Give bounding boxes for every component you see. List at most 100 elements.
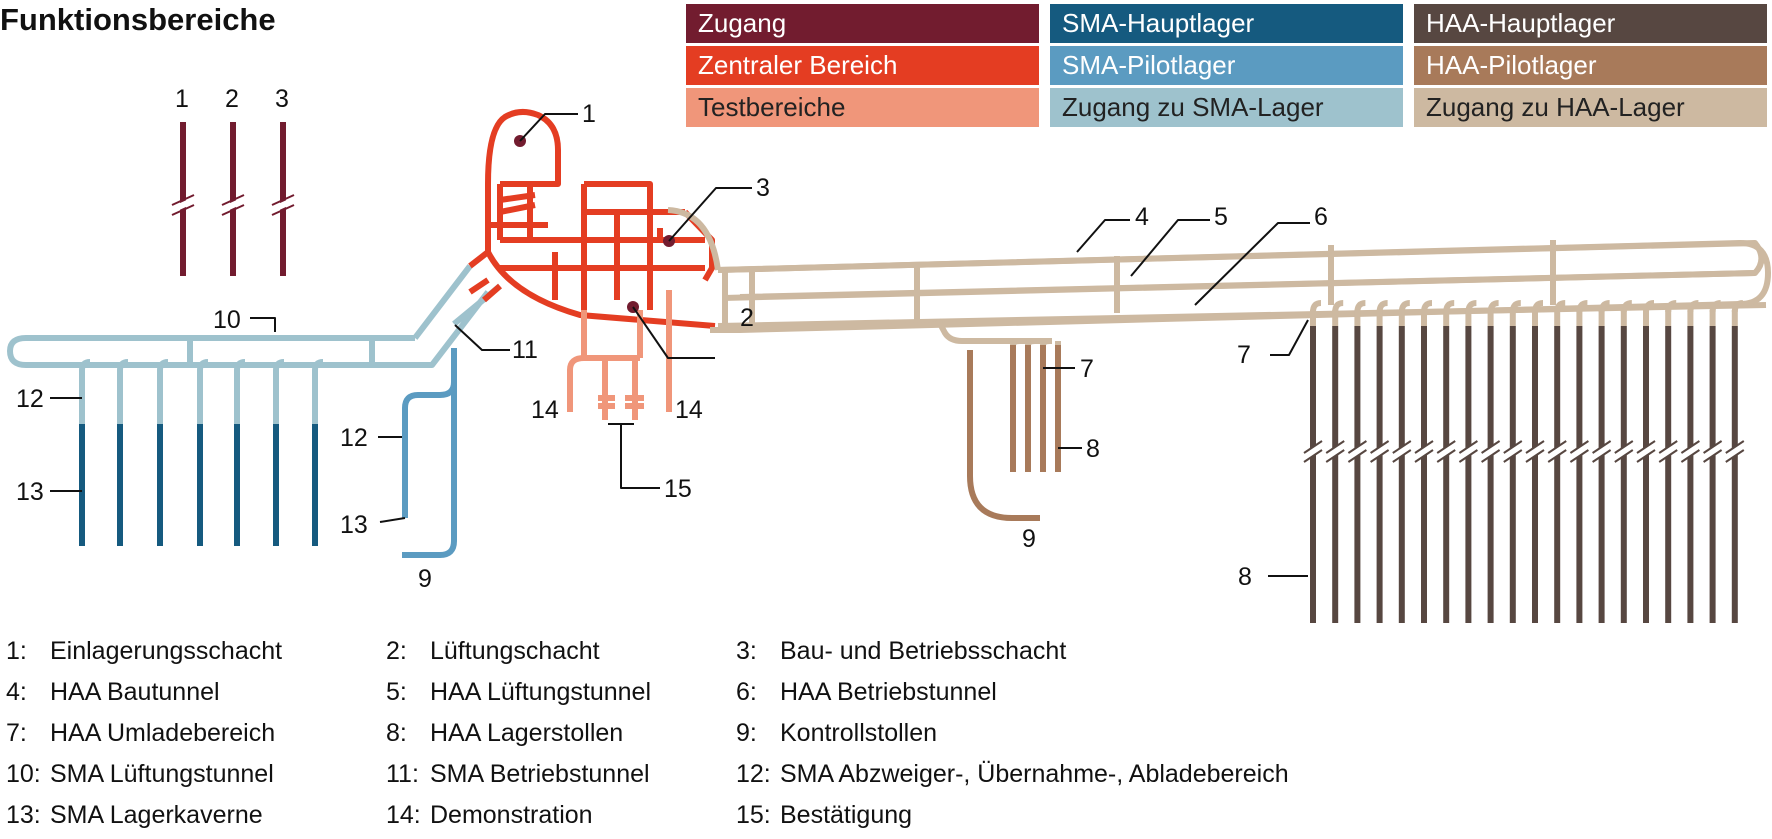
label-9-haa: 9	[1022, 525, 1036, 553]
break-mark	[1658, 449, 1678, 463]
break-mark	[1302, 443, 1324, 461]
break-mark	[1703, 449, 1723, 463]
break-mark	[1370, 449, 1390, 463]
label-5: 5	[1214, 203, 1228, 231]
label-13-pilot: 13	[340, 511, 368, 539]
label-9-sma: 9	[418, 565, 432, 593]
label-12-main: 12	[16, 385, 44, 413]
label-11: 11	[512, 336, 538, 364]
break-mark	[1636, 440, 1656, 454]
break-mark	[1368, 443, 1391, 461]
break-mark	[1569, 440, 1589, 454]
break-mark	[1547, 449, 1567, 463]
legend: Zugang Zentraler Bereich Testbereiche SM…	[686, 4, 1768, 128]
break-mark	[1636, 449, 1656, 463]
break-mark	[1347, 449, 1367, 463]
break-mark	[1390, 443, 1413, 461]
legend-item-testbereiche: Testbereiche	[686, 88, 1039, 127]
break-mark	[1679, 443, 1702, 461]
break-mark	[1392, 449, 1412, 463]
legend-item-sma-hauptlager: SMA-Hauptlager	[1050, 4, 1403, 43]
key-item: 3:Bau- und Betriebsschacht	[736, 637, 1067, 665]
break-mark	[1413, 443, 1435, 461]
break-mark	[1703, 440, 1723, 454]
key-item: 6:HAA Betriebstunnel	[736, 678, 997, 706]
break-mark	[1325, 440, 1345, 454]
break-mark	[1525, 449, 1545, 463]
key-item: 14:Demonstration	[386, 801, 593, 829]
label-shaft-1: 1	[175, 85, 189, 113]
break-mark	[1501, 443, 1524, 461]
break-mark	[1569, 449, 1589, 463]
sma-access-tunnels	[7, 264, 502, 368]
break-mark	[1347, 440, 1367, 454]
central-area	[468, 109, 716, 329]
key-item: 4:HAA Bautunnel	[6, 678, 220, 706]
legend-item-sma-pilotlager: SMA-Pilotlager	[1050, 46, 1403, 85]
label-15: 15	[664, 475, 692, 503]
legend-item-zugang-sma: Zugang zu SMA-Lager	[1050, 88, 1403, 127]
key-item: 15:Bestätigung	[736, 801, 913, 829]
key-item: 8:HAA Lagerstollen	[386, 719, 624, 747]
break-mark	[1481, 440, 1501, 454]
sma-lueftungstunnel	[7, 290, 491, 368]
break-mark	[1680, 440, 1700, 454]
sma-pilot	[402, 348, 457, 558]
label-8-pilot: 8	[1086, 435, 1100, 463]
break-mark	[1458, 440, 1478, 454]
break-mark	[1303, 449, 1323, 463]
label-6: 6	[1314, 203, 1328, 231]
break-mark	[1481, 449, 1501, 463]
key-item: 13:SMA Lagerkaverne	[6, 801, 263, 829]
break-mark	[1546, 443, 1569, 461]
break-mark	[1414, 440, 1434, 454]
legend-item-haa-pilotlager: HAA-Pilotlager	[1414, 46, 1767, 85]
break-mark	[1658, 440, 1678, 454]
label-1: 1	[582, 100, 596, 128]
label-7-main: 7	[1237, 341, 1251, 369]
break-mark	[1436, 440, 1456, 454]
break-mark	[1614, 440, 1634, 454]
break-mark	[1503, 440, 1523, 454]
leader-lines	[50, 113, 1310, 577]
break-mark	[1680, 449, 1700, 463]
key-item: 7:HAA Umladebereich	[6, 719, 276, 747]
label-7-pilot: 7	[1080, 355, 1094, 383]
shafts-zugang	[170, 122, 296, 276]
label-3: 3	[756, 174, 770, 202]
break-mark	[1457, 443, 1480, 461]
break-mark	[1325, 449, 1345, 463]
diagram-labels: 1 2 3 1 2 3 4 5 6 7 7 8 8 9 9 10 11 12 1…	[16, 85, 1328, 593]
break-mark	[1436, 449, 1456, 463]
label-2: 2	[740, 304, 754, 332]
break-mark	[1524, 443, 1546, 461]
test-areas	[567, 290, 672, 420]
haa-access-tunnels	[667, 207, 1771, 344]
haa-pilot	[967, 338, 1061, 521]
label-10: 10	[213, 306, 241, 334]
label-shaft-2: 2	[225, 85, 239, 113]
break-mark	[1346, 443, 1369, 461]
label-14-left: 14	[531, 396, 559, 424]
sma-caverns	[79, 359, 324, 546]
break-mark	[1590, 443, 1613, 461]
haa-storage-tunnels	[1302, 300, 1746, 623]
break-mark	[1701, 443, 1724, 461]
break-mark	[1592, 449, 1612, 463]
label-14-right: 14	[675, 396, 703, 424]
break-mark	[1635, 443, 1657, 461]
label-4: 4	[1135, 203, 1149, 231]
break-mark	[1324, 443, 1347, 461]
legend-item-haa-hauptlager: HAA-Hauptlager	[1414, 4, 1767, 43]
break-mark	[1592, 440, 1612, 454]
break-mark	[1370, 440, 1390, 454]
key-item: 12:SMA Abzweiger-, Übernahme-, Abladeber…	[736, 760, 1289, 788]
key-item: 5:HAA Lüftungstunnel	[386, 678, 651, 706]
break-mark	[1392, 440, 1412, 454]
break-mark	[1303, 440, 1323, 454]
haa-tunnel-network	[717, 240, 1765, 300]
break-mark	[1479, 443, 1502, 461]
break-mark	[1723, 443, 1746, 461]
key-item: 9:Kontrollstollen	[736, 719, 938, 747]
